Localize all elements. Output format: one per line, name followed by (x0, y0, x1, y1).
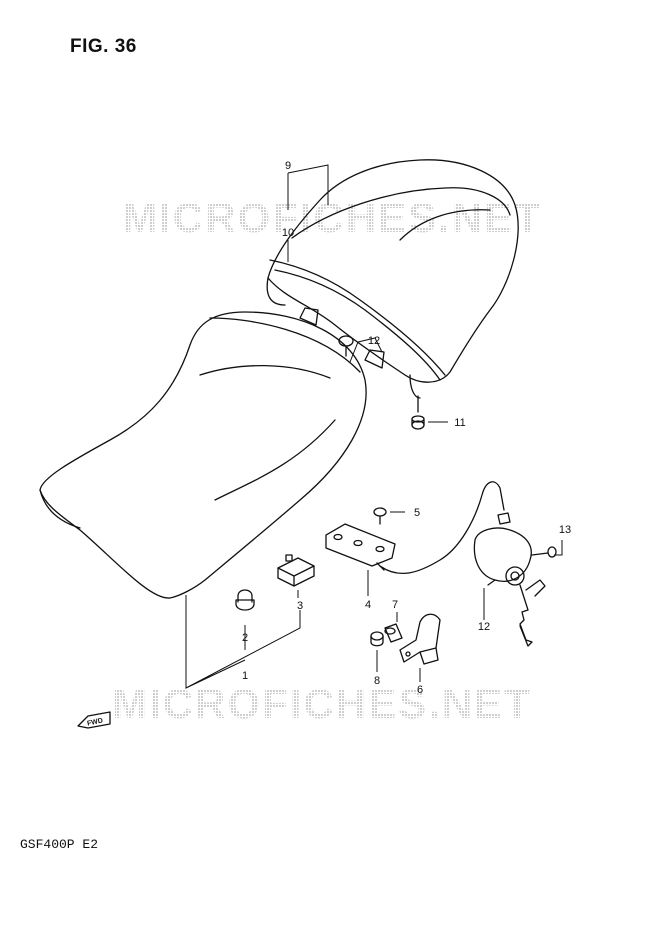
callout-11: 11 (454, 417, 465, 429)
screw-5-drawing (373, 507, 387, 525)
callout-7: 7 (392, 599, 398, 611)
hook-6-drawing (399, 613, 441, 665)
callout-4: 4 (365, 599, 371, 611)
leader-1 (185, 595, 301, 689)
leader-13 (554, 540, 563, 556)
callout-8: 8 (374, 675, 380, 687)
bracket-4-drawing (325, 481, 511, 574)
connector-3-drawing (277, 554, 315, 587)
watermark-bottom: MICROFICHES.NET (112, 680, 532, 727)
figure-title: FIG. 36 (70, 36, 137, 57)
seat-lock-12-drawing (473, 527, 546, 647)
screw-13-drawing (531, 546, 557, 558)
callout-12-upper: 12 (368, 335, 380, 347)
callout-3: 3 (297, 600, 303, 612)
callout-12-lower: 12 (478, 621, 490, 633)
callout-10: 10 (282, 227, 294, 239)
fwd-arrow-icon (77, 711, 111, 729)
leader-9-10 (287, 164, 329, 262)
leader-12-upper (349, 337, 383, 363)
bolt-11-drawing (411, 395, 425, 430)
main-seat-drawing (39, 311, 367, 599)
callout-1: 1 (242, 670, 248, 682)
callout-6: 6 (417, 684, 423, 696)
cap-2-drawing (235, 589, 255, 611)
model-code: GSF400P E2 (20, 837, 99, 852)
callout-2: 2 (242, 632, 248, 644)
watermark-top: MICROFICHES.NET (122, 194, 542, 241)
callout-13: 13 (559, 524, 571, 536)
bushing-7-drawing (384, 623, 403, 643)
bolt-12-upper-drawing (338, 335, 354, 357)
callout-9: 9 (285, 160, 291, 172)
callout-5: 5 (414, 507, 420, 519)
nut-8-drawing (370, 631, 384, 647)
fwd-label: FWD (87, 717, 104, 727)
rear-seat-drawing (266, 159, 519, 399)
